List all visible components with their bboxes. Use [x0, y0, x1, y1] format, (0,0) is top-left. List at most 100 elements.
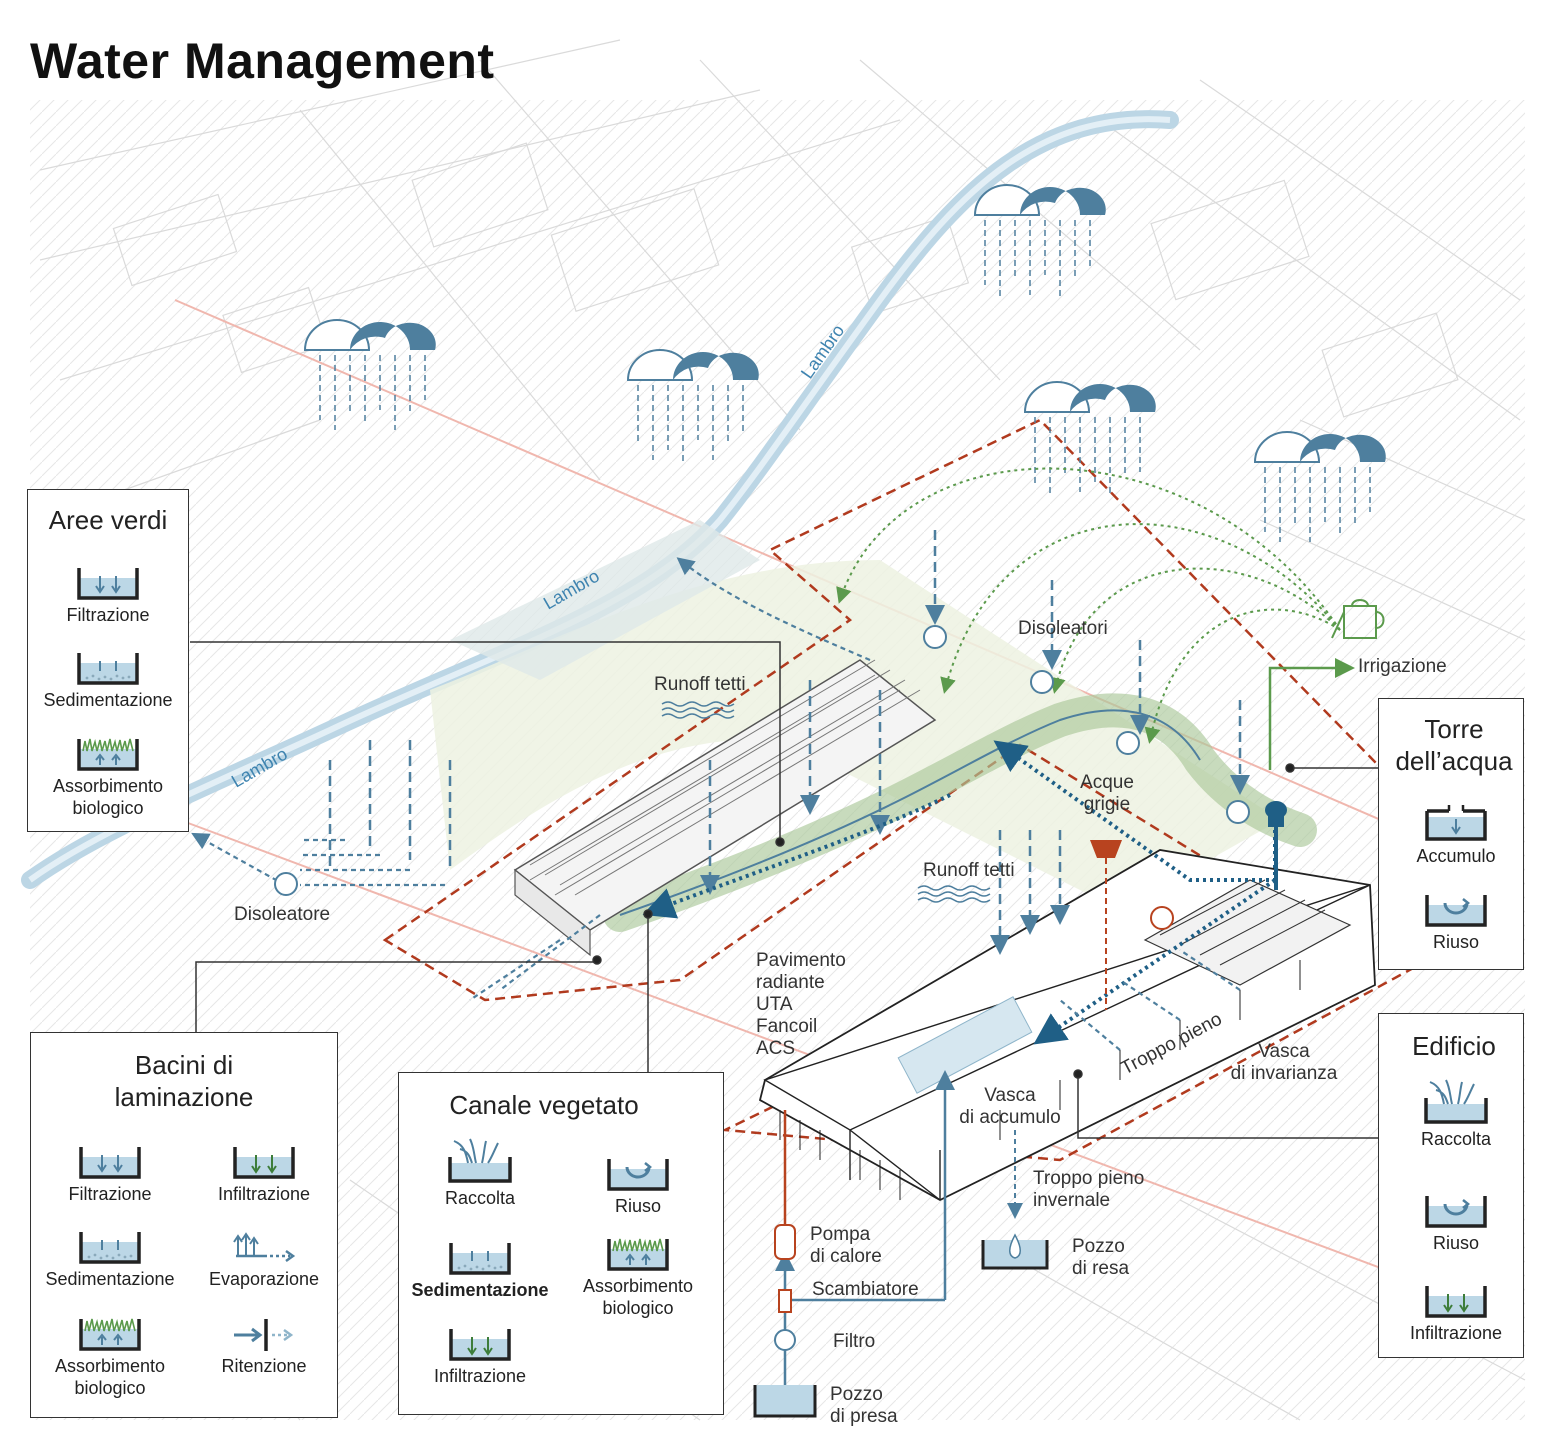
legend-item: Infiltrazione: [189, 1141, 339, 1205]
collection-icon: [405, 1135, 555, 1185]
legend-item: Sedimentazione: [35, 1226, 185, 1290]
irrigation-arcs: [836, 467, 1341, 744]
retention-icon: [189, 1313, 339, 1353]
infiltration-icon: [1381, 1280, 1531, 1320]
legend-label: Accumulo: [1416, 846, 1496, 866]
cloud-icon: [303, 319, 436, 430]
infiltration-icon: [405, 1323, 555, 1363]
legend-label: Riuso: [1432, 932, 1480, 952]
intake-well-icon: [753, 1385, 817, 1418]
runoff-label: Runoff tetti: [654, 674, 746, 695]
cloud-icon: [1253, 431, 1386, 542]
biological-absorption-icon: [33, 733, 183, 773]
irrigazione-label: Irrigazione: [1358, 656, 1447, 677]
legend-item: Filtrazione: [35, 1141, 185, 1205]
leader-lines: [190, 641, 1378, 1139]
water-tower: [1265, 801, 1287, 890]
edificio-panel: Edificio Raccolta Riuso Infiltrazione: [1378, 1013, 1524, 1358]
cloud-icon: [626, 349, 759, 465]
cloud-icon: [973, 184, 1106, 300]
legend-item: Riuso: [563, 1153, 713, 1217]
legend-item: Filtrazione: [33, 562, 183, 626]
panel-title: Canale vegetato: [449, 1090, 639, 1120]
legend-item: Riuso: [1381, 1190, 1531, 1254]
train-shed-building: [513, 659, 937, 957]
sedimentation-icon: [35, 1226, 185, 1266]
filter-icon: [774, 1329, 796, 1351]
legend-item: Sedimentazione: [33, 647, 183, 711]
legend-item: Infiltrazione: [405, 1323, 555, 1387]
collection-icon: [1381, 1076, 1531, 1126]
legend-label: Riuso: [614, 1196, 662, 1216]
panel-title: Edificio: [1412, 1031, 1496, 1061]
biological-absorption-icon: [35, 1313, 185, 1353]
valve-icons: [274, 625, 1250, 930]
geothermal-system: [753, 1070, 1049, 1418]
legend-label: Evaporazione: [208, 1269, 320, 1289]
legend-item: Raccolta: [405, 1135, 555, 1209]
storage-icon: [1381, 803, 1531, 843]
biological-absorption-icon: [563, 1233, 713, 1273]
legend-item: Riuso: [1381, 889, 1531, 953]
watering-can-icon: [1331, 599, 1385, 639]
piping-network: [642, 740, 1277, 1045]
legend-label: Filtrazione: [68, 1184, 152, 1204]
heat-pump-icon: [774, 1224, 796, 1260]
heat-pump-tap: [1090, 840, 1122, 1010]
legend-label: Sedimentazione: [43, 690, 173, 710]
evaporation-icon: [189, 1226, 339, 1266]
infiltration-icon: [189, 1141, 339, 1181]
cloud-icon: [1023, 381, 1156, 497]
legend-label: Infiltrazione: [1409, 1323, 1503, 1343]
drainage-lines: [191, 557, 1241, 1051]
legend-item: Ritenzione: [189, 1313, 339, 1377]
filtration-icon: [33, 562, 183, 602]
legend-label: Riuso: [1432, 1233, 1480, 1253]
irrigation-line: [1268, 658, 1355, 770]
legend-label: Raccolta: [444, 1188, 516, 1208]
sedimentation-icon: [33, 647, 183, 687]
legend-label: Raccolta: [1420, 1129, 1492, 1149]
filtration-icon: [35, 1141, 185, 1181]
legend-item: Raccolta: [1381, 1076, 1531, 1150]
canale-panel: Canale vegetato Raccolta Riuso Sedimenta…: [398, 1072, 724, 1415]
exchanger-icon: [778, 1289, 792, 1313]
reuse-icon: [1381, 1190, 1531, 1230]
legend-item: Infiltrazione: [1381, 1280, 1531, 1344]
disoleatori-label: Disoleatori: [1018, 618, 1108, 639]
legend-label: Sedimentazione: [411, 1280, 549, 1300]
rain-arrows: [328, 530, 1250, 955]
legend-item: Sedimentazione: [405, 1237, 555, 1301]
reuse-icon: [1381, 889, 1531, 929]
legend-item: Accumulo: [1381, 803, 1531, 867]
legend-label: Infiltrazione: [217, 1184, 311, 1204]
legend-label: Sedimentazione: [45, 1269, 175, 1289]
rain-clouds: [303, 184, 1386, 542]
disoleatore-label: Disoleatore: [234, 904, 330, 925]
legend-label: Filtrazione: [66, 605, 150, 625]
runoff-wave-icon: [661, 701, 735, 719]
runoff-wave-icon: [917, 885, 991, 903]
sedimentation-icon: [405, 1237, 555, 1277]
aree-verdi-panel: Aree verdi Filtrazione Sedimentazione As…: [27, 489, 189, 832]
legend-label: Ritenzione: [221, 1356, 307, 1376]
scambiatore-label: Scambiatore: [812, 1279, 919, 1300]
